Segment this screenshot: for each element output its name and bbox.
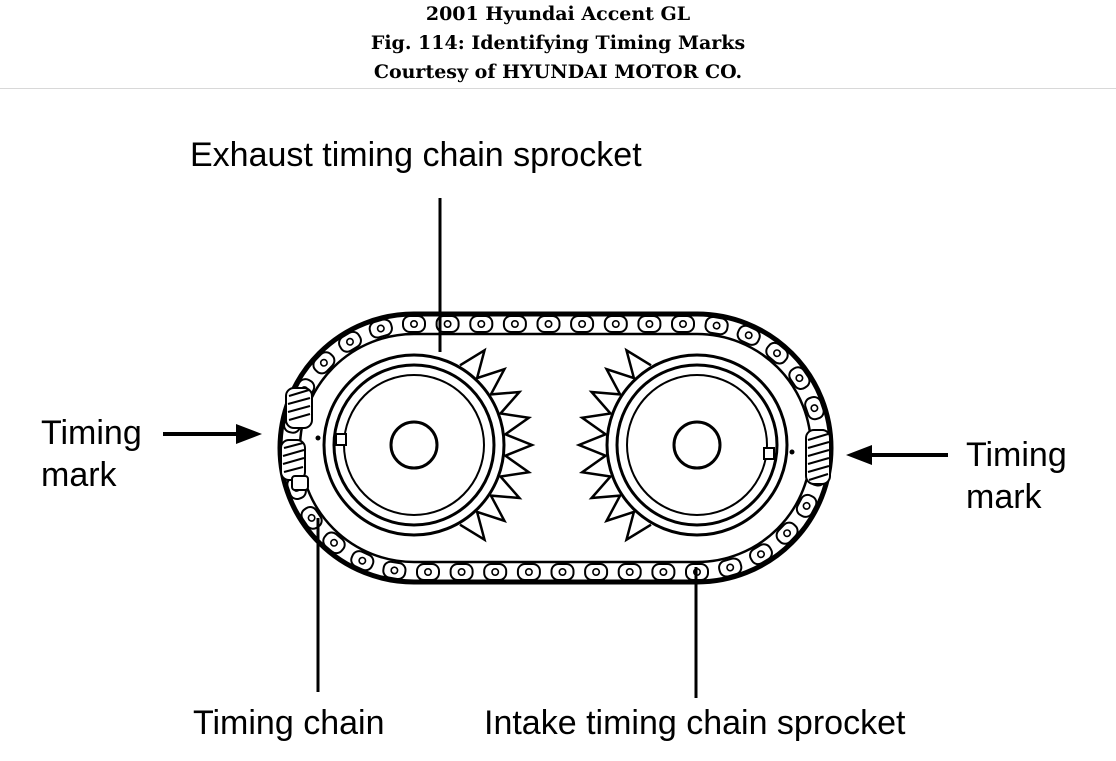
right-timing-mark-label-line2: mark [966, 478, 1042, 516]
chain-link [637, 315, 662, 333]
chain-link [550, 563, 575, 581]
intake-timing-mark-square [763, 447, 775, 460]
chain-link [536, 315, 561, 333]
chain-link [775, 521, 799, 545]
chain-link [469, 315, 494, 333]
chain-link [788, 366, 811, 390]
chain-link [516, 563, 541, 581]
chain-link [368, 318, 393, 339]
exhaust-sprocket-teeth [459, 347, 536, 543]
chain-link [651, 563, 676, 581]
left-timing-mark-label-line2: mark [41, 456, 117, 494]
chain-link [350, 550, 375, 572]
intake-sprocket-hub [672, 420, 722, 470]
chain-link [736, 324, 761, 346]
chain-link [804, 395, 825, 421]
timing-chain-label: Timing chain [193, 704, 385, 742]
chain-link [718, 557, 743, 578]
chain-link [338, 330, 362, 353]
chain-link [402, 315, 426, 333]
figure-header: 2001 Hyundai Accent GL Fig. 114: Identif… [0, 0, 1116, 89]
chain-link [483, 563, 508, 581]
figure-caption: Fig. 114: Identifying Timing Marks [370, 32, 746, 54]
exhaust-sprocket [315, 353, 506, 537]
intake-sprocket-teeth [575, 347, 652, 543]
chain-link [382, 560, 407, 581]
right-timing-mark-arrow [846, 445, 948, 465]
chain-links [280, 315, 831, 581]
chain-link [322, 531, 346, 555]
chain-link [704, 315, 729, 336]
chain-link [435, 315, 460, 333]
chain-link [671, 315, 695, 333]
exhaust-timing-mark-square [335, 433, 347, 446]
right-timing-mark-label-line1: Timing [966, 436, 1067, 474]
chain-link [312, 351, 336, 375]
left-timing-mark-label-line1: Timing [41, 414, 142, 452]
chain-link [300, 506, 323, 530]
left-timing-mark-arrow [163, 424, 262, 444]
intake-sprocket [605, 353, 795, 537]
exhaust-sprocket-hub [389, 420, 439, 470]
chain-link [449, 563, 474, 581]
chain-link [617, 563, 642, 581]
chain-link [765, 341, 789, 365]
right-timing-mark-plate [805, 429, 831, 485]
chain-link [795, 493, 818, 518]
chain-link [603, 315, 628, 333]
chain-link [570, 315, 595, 333]
exhaust-sprocket-label: Exhaust timing chain sprocket [190, 136, 642, 174]
chain-link [584, 563, 609, 581]
chain-link [502, 315, 527, 333]
document-title: 2001 Hyundai Accent GL [425, 3, 691, 25]
figure-credit: Courtesy of HYUNDAI MOTOR CO. [373, 61, 743, 83]
chain-link [749, 543, 773, 566]
intake-sprocket-label: Intake timing chain sprocket [484, 704, 906, 742]
left-timing-mark-plate [280, 387, 313, 491]
chain-link [416, 563, 440, 581]
